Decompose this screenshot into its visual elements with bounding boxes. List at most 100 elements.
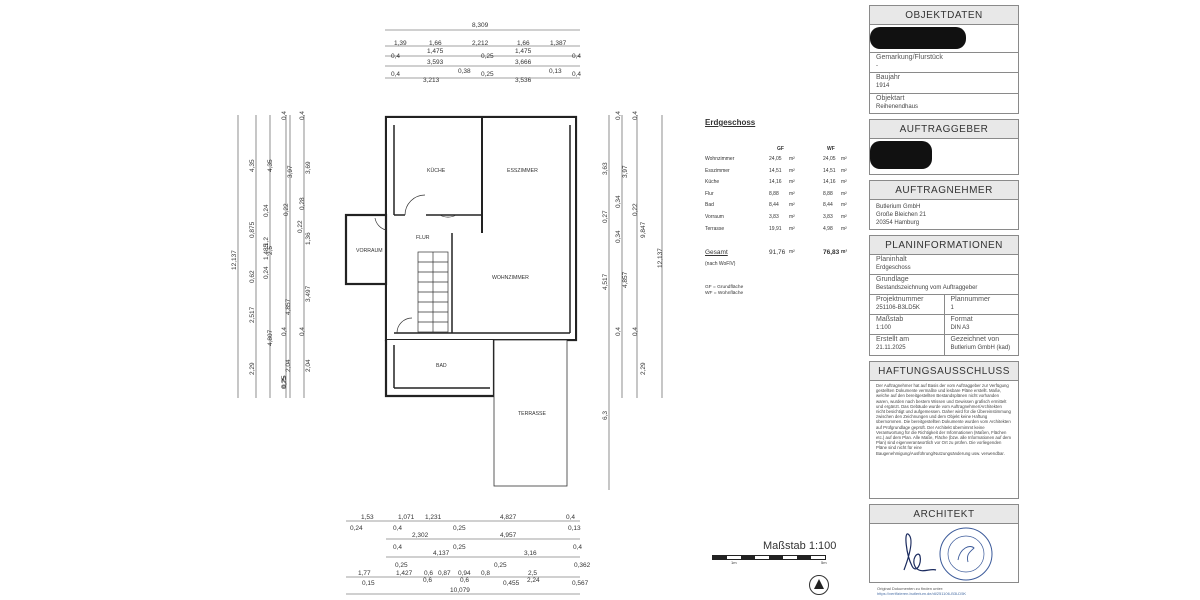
dim-right-c4: 2,29 xyxy=(640,362,647,375)
objektart-label: Objektart xyxy=(876,95,905,102)
dim-bot-r4-0: 0,4 xyxy=(393,544,402,551)
dim-left-a0: 4,35 xyxy=(249,159,256,172)
footer-link[interactable]: https://verifizieren.butlerium.de/dl/251… xyxy=(877,591,967,596)
dim-right-b2: 0,34 xyxy=(615,195,622,208)
dim-left-e0: 0,4 xyxy=(299,111,306,120)
dim-bot-r4-1: 0,25 xyxy=(453,544,466,551)
dim-bot-r1-1: 1,071 xyxy=(398,514,415,521)
objektdaten-header: OBJEKTDATEN xyxy=(869,5,1019,25)
dim-bot-r7-4: 0,94 xyxy=(458,570,471,577)
gemarkung-value: - xyxy=(876,63,878,69)
dim-left-c6: 0,25 xyxy=(281,376,288,389)
dim-bot-r2-2: 0,25 xyxy=(453,525,466,532)
footer-line1: Original Dokumenten zu finden unter: xyxy=(877,586,944,591)
dim-bot-total: 10,079 xyxy=(450,587,470,594)
dim-right-b1: 3,97 xyxy=(622,165,629,178)
north-arrow-icon xyxy=(809,575,829,595)
grundlage-cell: Grundlage Bestandszeichnung vom Auftragg… xyxy=(869,275,1019,295)
gemarkung-label: Gemarkung/Flurstück xyxy=(876,54,943,61)
dim-top-r1-3: 1,66 xyxy=(517,40,530,47)
dim-top-total: 8,309 xyxy=(472,22,489,29)
dim-right-a2: 4,517 xyxy=(602,273,609,290)
format-cell: Format DIN A3 xyxy=(943,315,1019,334)
erstellt-value: 21.11.2025 xyxy=(876,345,906,351)
room-labels: KÜCHE ESSZIMMER FLUR VORRAUM WOHNZIMMER … xyxy=(356,167,547,417)
title-block: OBJEKTDATEN Gemarkung/Flurstück - Baujah… xyxy=(869,5,1019,583)
scale-label: Maßstab 1:100 xyxy=(763,540,837,552)
plannummer-label: Plannummer xyxy=(950,296,991,303)
dim-bot-r3-0: 2,302 xyxy=(412,532,429,539)
footer-links: Original Dokumenten zu finden unter: htt… xyxy=(877,586,966,596)
massstab-cell: Maßstab 1:100 xyxy=(870,315,944,334)
architect-signature-stamp xyxy=(903,527,993,581)
dim-bot-r7-6: 2,5 xyxy=(528,570,537,577)
auftraggeber-cell xyxy=(869,139,1019,175)
dim-top-r4-6: 0,4 xyxy=(572,71,581,78)
auftragnehmer-line2: Große Bleichen 21 xyxy=(876,212,927,218)
dim-bot-r8-5: 0,567 xyxy=(572,580,589,587)
grundlage-value: Bestandszeichnung vom Auftraggeber xyxy=(876,285,978,291)
dim-bot-r1-0: 1,53 xyxy=(361,514,374,521)
dim-left-a3: 2,517 xyxy=(249,306,256,323)
gemarkung-cell: Gemarkung/Flurstück - xyxy=(869,53,1019,73)
gezeichnet-cell: Gezeichnet von Butlerium GmbH (kad) xyxy=(943,335,1019,355)
dim-bot-r3-1: 4,957 xyxy=(500,532,517,539)
note-gf: GF = Grundfläche xyxy=(705,285,744,290)
dim-left-c4: 0,4 xyxy=(281,327,288,336)
dim-left-e3: 1,36 xyxy=(305,232,312,245)
dim-left-c5: 2,04 xyxy=(285,359,292,372)
dim-right-a1: 0,27 xyxy=(602,210,609,223)
dim-left-c0: 0,4 xyxy=(281,111,288,120)
dim-bot-r7-3: 0,87 xyxy=(438,570,451,577)
haftung-header: HAFTUNGSAUSSCHLUSS xyxy=(869,361,1019,381)
dim-bot-r2-3: 0,13 xyxy=(568,525,581,532)
objektart-value: Reihenendhaus xyxy=(876,104,919,110)
dim-right-a3: 6,3 xyxy=(602,411,609,420)
dim-left-a4: 2,29 xyxy=(249,362,256,375)
dim-bot-r8-3: 0,455 xyxy=(503,580,520,587)
floor-plan: 8,309 1,39 1,66 2,212 1,66 1,387 0,4 1,4… xyxy=(231,22,664,595)
dim-right-b0: 0,4 xyxy=(615,111,622,120)
dim-top-r4-1: 3,213 xyxy=(423,77,440,84)
dim-bot-r1-3: 4,827 xyxy=(500,514,517,521)
dim-left-e5: 0,4 xyxy=(299,327,306,336)
dim-bot-r8-1: 0,6 xyxy=(423,577,432,584)
building-outline xyxy=(344,115,578,487)
dim-top-r4-4: 3,536 xyxy=(515,77,532,84)
dim-right-c3: 0,4 xyxy=(632,327,639,336)
haftung-text: Der Auftragnehmer hat auf Basis der vom … xyxy=(869,381,1019,499)
dim-bot-r6-1: 0,25 xyxy=(494,562,507,569)
gezeichnet-label: Gezeichnet von xyxy=(950,336,1000,343)
dim-right-c2: 9,847 xyxy=(640,221,647,238)
dim-top-r1-4: 1,387 xyxy=(550,40,567,47)
top-dimensions: 8,309 1,39 1,66 2,212 1,66 1,387 0,4 1,4… xyxy=(385,22,581,84)
dim-left-total: 12,137 xyxy=(231,250,238,270)
dim-left-b0: 1,485 xyxy=(263,243,270,260)
dim-top-r3-1: 3,666 xyxy=(515,59,532,66)
dim-top-r2-3: 1,475 xyxy=(515,48,532,55)
room-label-bad: BAD xyxy=(436,363,447,369)
room-label-esszimmer: ESSZIMMER xyxy=(507,168,538,174)
projekt-row: Projektnummer 251106-B3LD5K Plannummer 1 xyxy=(869,295,1019,315)
dim-left-b4: 4,807 xyxy=(267,329,274,346)
dim-bot-r2-1: 0,4 xyxy=(393,525,402,532)
dim-bot-r6-2: 0,362 xyxy=(574,562,591,569)
dim-bot-r5-1: 3,16 xyxy=(524,550,537,557)
dim-bot-r1-2: 1,231 xyxy=(425,514,442,521)
dim-left-d0: 3,97 xyxy=(287,165,294,178)
scale-tick-end: 5m xyxy=(821,560,827,565)
massstab-row: Maßstab 1:100 Format DIN A3 xyxy=(869,315,1019,335)
dim-top-r2-4: 0,4 xyxy=(572,53,581,60)
bottom-dimensions: 1,53 1,071 1,231 4,827 0,4 0,24 0,4 0,25… xyxy=(346,514,591,595)
planinfo-header: PLANINFORMATIONEN xyxy=(869,235,1019,255)
dim-bot-r7-0: 1,77 xyxy=(358,570,371,577)
dim-bot-r6-0: 0,25 xyxy=(395,562,408,569)
architekt-header: ARCHITEKT xyxy=(869,504,1019,524)
dim-left-e6: 2,04 xyxy=(305,359,312,372)
grundlage-label: Grundlage xyxy=(876,276,909,283)
dim-top-r2-1: 1,475 xyxy=(427,48,444,55)
auftragnehmer-line3: 20354 Hamburg xyxy=(876,220,920,226)
dim-left-d2: 0,22 xyxy=(297,220,304,233)
dim-top-r4-0: 0,4 xyxy=(391,71,400,78)
